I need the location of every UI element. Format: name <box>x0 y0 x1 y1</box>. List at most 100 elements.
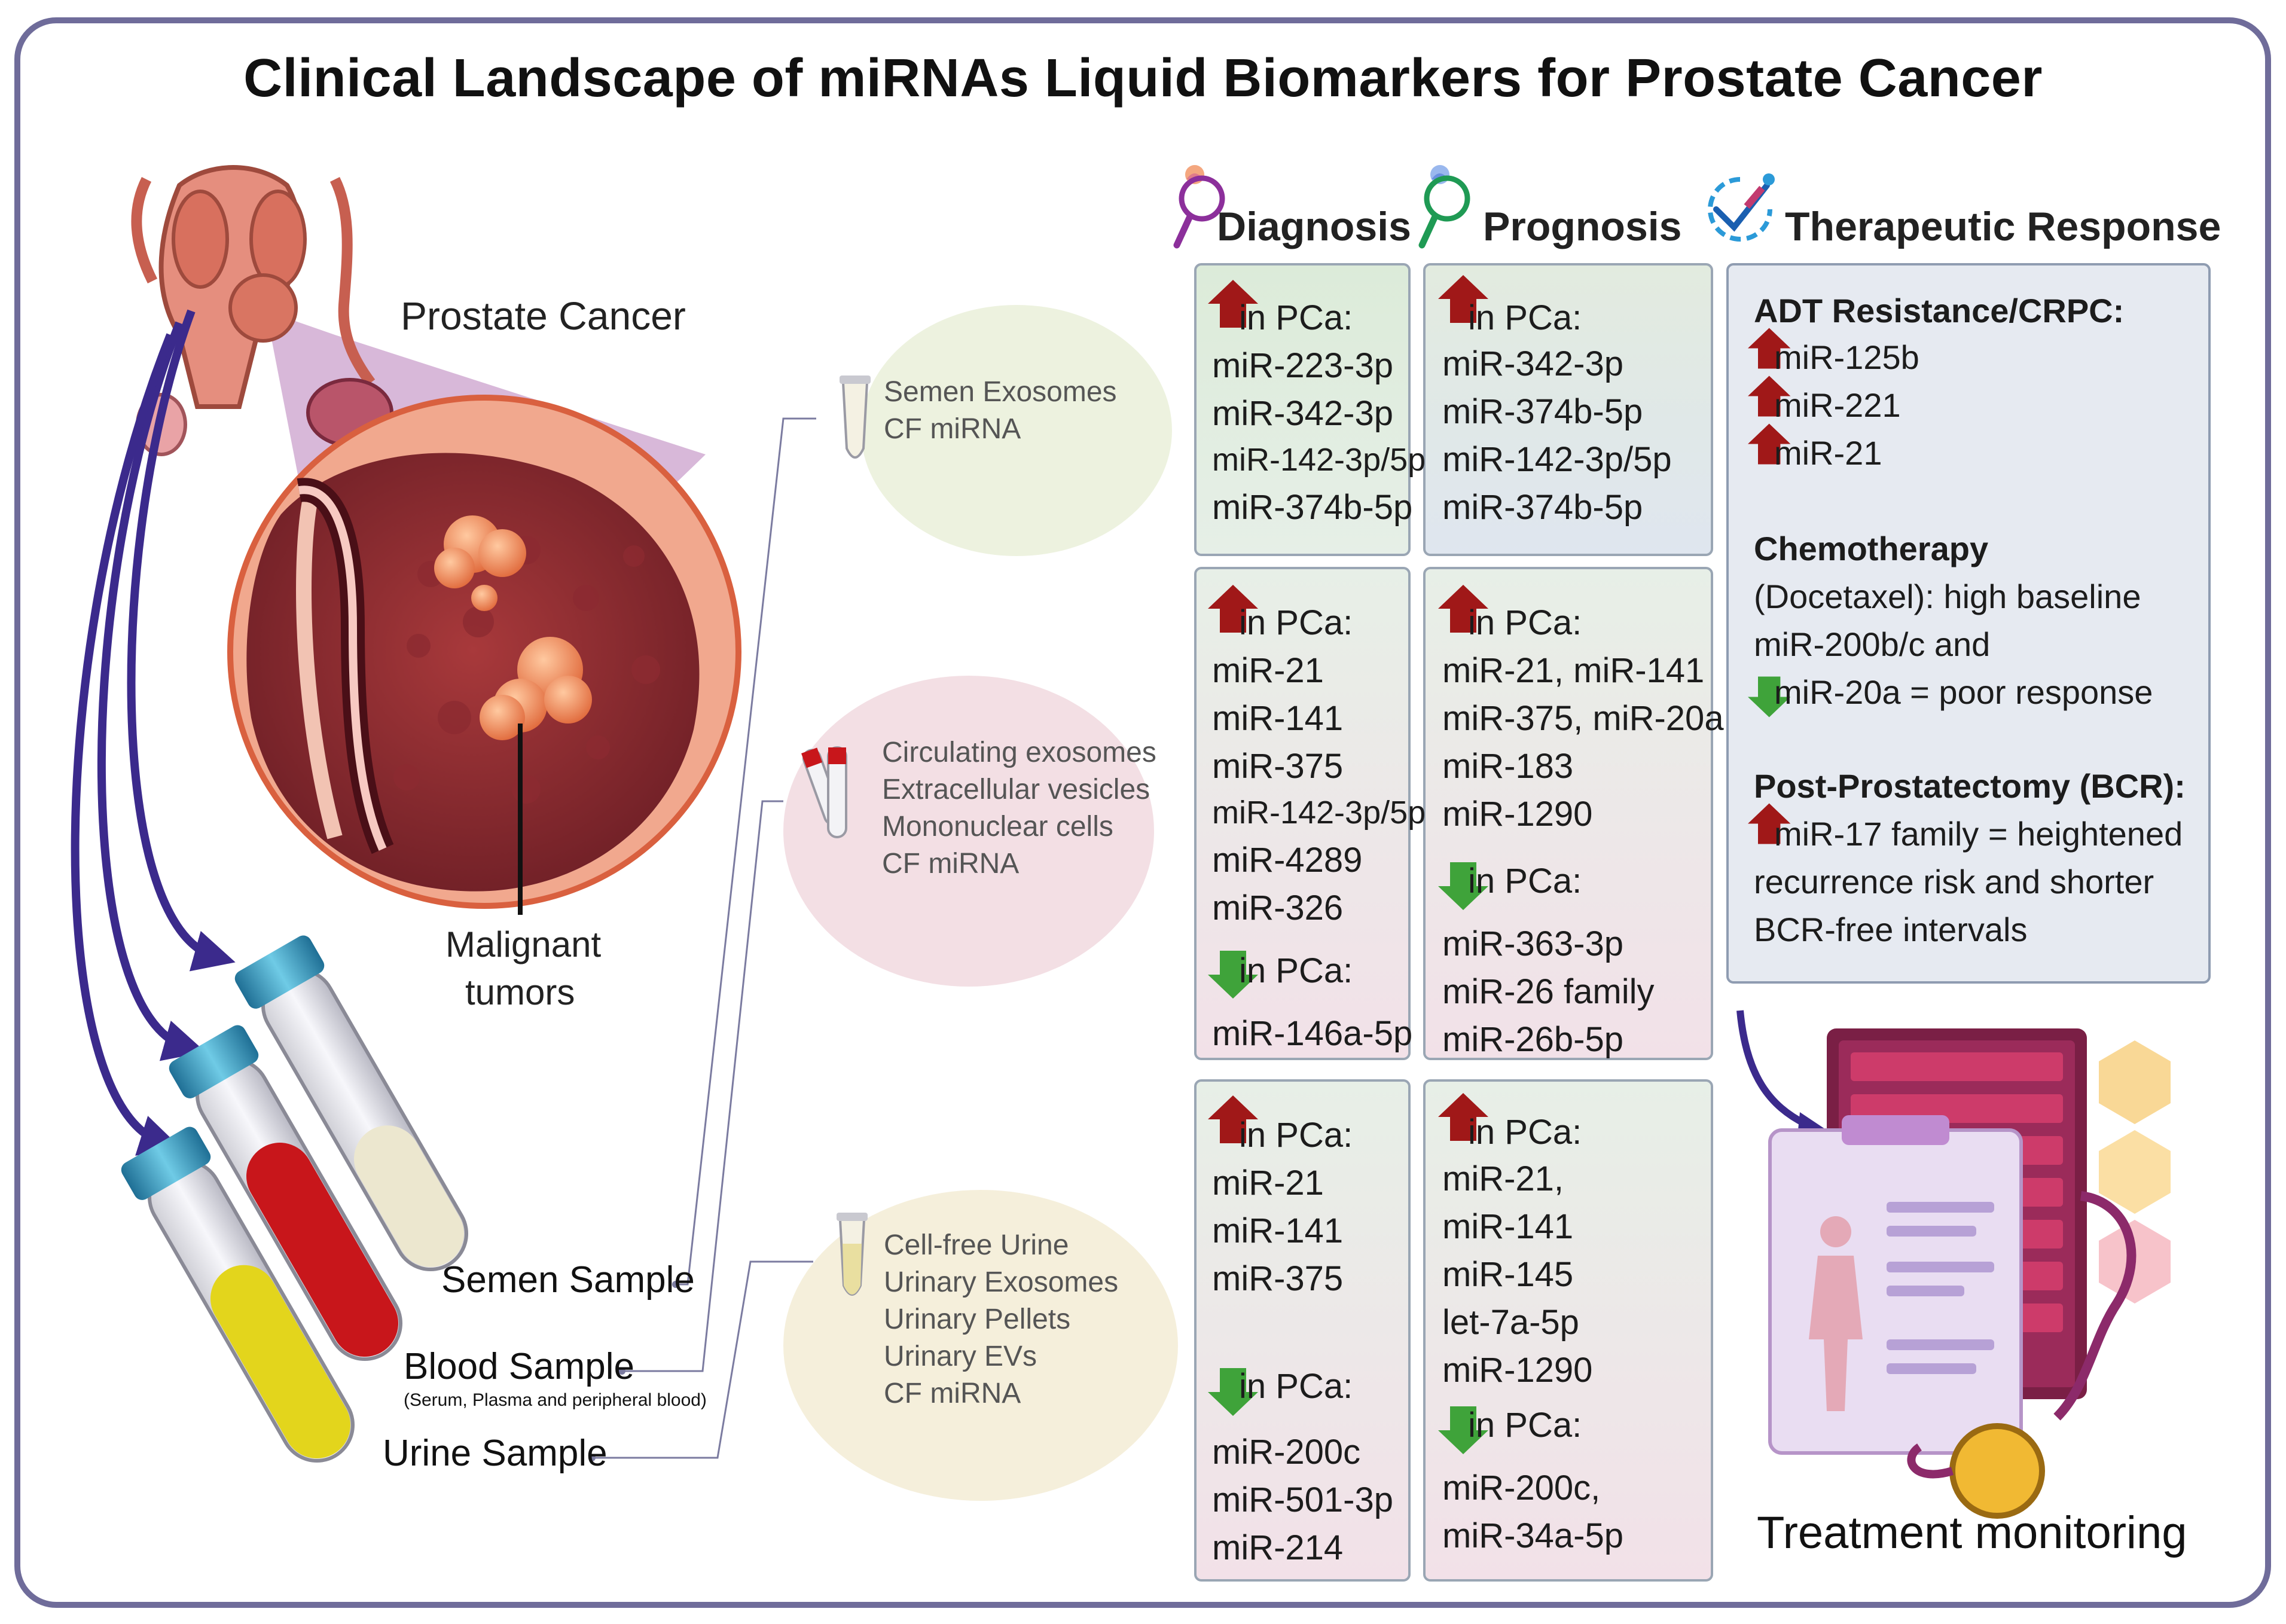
blood-sample-sublabel: (Serum, Plasma and peripheral blood) <box>404 1390 707 1410</box>
source-item: Mononuclear cells <box>882 811 1113 842</box>
mirna-item: miR-21 <box>1212 1164 1324 1202</box>
in-pca-label: in PCa: <box>1239 603 1353 642</box>
chemo-down-line: miR-20a = poor response <box>1774 673 2153 711</box>
mirna-item: miR-342-3p <box>1212 394 1393 433</box>
blood-splash <box>783 676 1154 987</box>
therapeutic-response-box <box>1726 263 2211 984</box>
mirna-item: miR-26b-5p <box>1442 1020 1623 1059</box>
mirna-item: miR-34a-5p <box>1442 1516 1623 1555</box>
blood-sources: Circulating exosomes Extracellular vesic… <box>882 734 1156 883</box>
treatment-monitoring-label: Treatment monitoring <box>1757 1507 2187 1558</box>
chemo-heading: Chemotherapy <box>1754 530 1989 567</box>
in-pca-label: in PCa: <box>1468 603 1582 642</box>
mirna-item: miR-141 <box>1442 1207 1574 1246</box>
mirna-item: miR-374b-5p <box>1442 392 1643 431</box>
prognosis-magnifier-icon <box>1418 165 1470 249</box>
mirna-item: miR-1290 <box>1442 1351 1593 1390</box>
diagnosis-header: Diagnosis <box>1217 204 1411 249</box>
prostate-organ-icon <box>131 165 393 456</box>
in-pca-label: in PCa: <box>1468 862 1582 900</box>
source-item: Extracellular vesicles <box>882 774 1150 805</box>
urine-sample-label: Urine Sample <box>383 1433 608 1474</box>
mirna-item: miR-142-3p/5p <box>1212 795 1426 831</box>
urine-sources: Cell-free Urine Urinary Exosomes Urinary… <box>884 1227 1118 1412</box>
bcr-line: BCR-free intervals <box>1754 911 2028 948</box>
source-item: CF miRNA <box>884 1378 1021 1409</box>
sample-arrows <box>71 309 236 1156</box>
mirna-item: let-7a-5p <box>1442 1303 1579 1342</box>
adt-heading: ADT Resistance/CRPC: <box>1754 292 2125 329</box>
urine-splash <box>783 1190 1178 1501</box>
semen-splash <box>861 305 1172 556</box>
prognosis-urine-box <box>1423 1079 1713 1582</box>
figure-title: Clinical Landscape of miRNAs Liquid Biom… <box>243 48 2043 108</box>
therapeutic-response-icon <box>1708 173 1775 242</box>
therapeutic-response-header: Therapeutic Response <box>1785 204 2221 249</box>
mirna-item: miR-21, miR-141 <box>1442 651 1705 690</box>
in-pca-label: in PCa: <box>1468 1113 1582 1152</box>
tumor-mass-lower <box>480 637 592 740</box>
in-pca-label: in PCa: <box>1468 298 1582 337</box>
mirna-item: miR-142-3p/5p <box>1212 442 1426 478</box>
urine-tube-icon <box>121 1127 355 1463</box>
in-pca-label: in PCa: <box>1239 1116 1353 1155</box>
tumor-mass-upper <box>434 515 526 611</box>
blood-vial-icon-2 <box>827 746 847 838</box>
diagnosis-urine-box <box>1194 1079 1411 1582</box>
semen-vial-icon <box>840 376 871 459</box>
mirna-item: miR-501-3p <box>1212 1480 1393 1519</box>
mirna-item: miR-146a-5p <box>1212 1014 1413 1053</box>
tumor-label-line2: tumors <box>465 972 575 1012</box>
mirna-item: miR-326 <box>1212 889 1344 927</box>
chemo-line: (Docetaxel): high baseline <box>1754 578 2141 615</box>
mirna-item: miR-375, miR-20a <box>1442 699 1724 738</box>
sample-connector-lines <box>592 417 816 1459</box>
mirna-item: miR-26 family <box>1442 972 1655 1011</box>
diagnosis-magnifier-icon <box>1173 165 1225 249</box>
prostate-cross-section <box>227 395 741 915</box>
prostate-cancer-label: Prostate Cancer <box>401 294 686 338</box>
treatment-monitoring-illustration <box>1736 1010 2171 1519</box>
bcr-heading: Post-Prostatectomy (BCR): <box>1754 767 2186 805</box>
semen-sample-label: Semen Sample <box>441 1259 695 1301</box>
mirna-item: miR-183 <box>1442 747 1574 786</box>
source-item: Urinary EVs <box>884 1341 1037 1372</box>
mirna-item: miR-363-3p <box>1442 924 1623 963</box>
chemo-line: miR-200b/c and <box>1754 625 1991 663</box>
semen-sources: Semen Exosomes CF miRNA <box>884 374 1117 448</box>
stethoscope-icon <box>1907 1191 2137 1519</box>
figure-frame <box>14 17 2271 1608</box>
source-item: CF miRNA <box>882 848 1020 880</box>
mirna-item: miR-375 <box>1212 1259 1344 1298</box>
mirna-item: miR-200c, <box>1442 1469 1601 1507</box>
mirna-item: miR-21 <box>1212 651 1324 690</box>
source-item: CF miRNA <box>884 413 1021 445</box>
prognosis-blood-box <box>1423 567 1713 1060</box>
mirna-item: miR-145 <box>1442 1255 1574 1294</box>
mirna-item: miR-223-3p <box>1212 346 1393 385</box>
clipboard-icon <box>1768 1115 2023 1455</box>
adt-item: miR-221 <box>1774 386 1901 424</box>
prognosis-header: Prognosis <box>1483 204 1682 249</box>
source-item: Urinary Pellets <box>884 1304 1071 1335</box>
urine-vial-icon <box>837 1213 868 1296</box>
mirna-item: miR-374b-5p <box>1212 488 1413 527</box>
mirna-item: miR-21, <box>1442 1159 1564 1198</box>
mirna-item: miR-141 <box>1212 699 1344 738</box>
mirna-item: miR-342-3p <box>1442 344 1623 383</box>
in-pca-label: in PCa: <box>1239 1367 1353 1406</box>
source-item: Cell-free Urine <box>884 1229 1069 1261</box>
mirna-item: miR-4289 <box>1212 841 1363 880</box>
source-item: Urinary Exosomes <box>884 1266 1119 1298</box>
blood-sample-label: Blood Sample <box>404 1346 635 1387</box>
adt-item: miR-125b <box>1774 338 1919 376</box>
semen-tube-icon <box>234 935 468 1272</box>
in-pca-label: in PCa: <box>1239 951 1353 990</box>
blood-tube-icon <box>169 1025 402 1362</box>
mirna-item: miR-142-3p/5p <box>1442 440 1672 479</box>
mirna-item: miR-375 <box>1212 747 1344 786</box>
mirna-item: miR-141 <box>1212 1211 1344 1250</box>
mirna-item: miR-200c <box>1212 1433 1361 1472</box>
